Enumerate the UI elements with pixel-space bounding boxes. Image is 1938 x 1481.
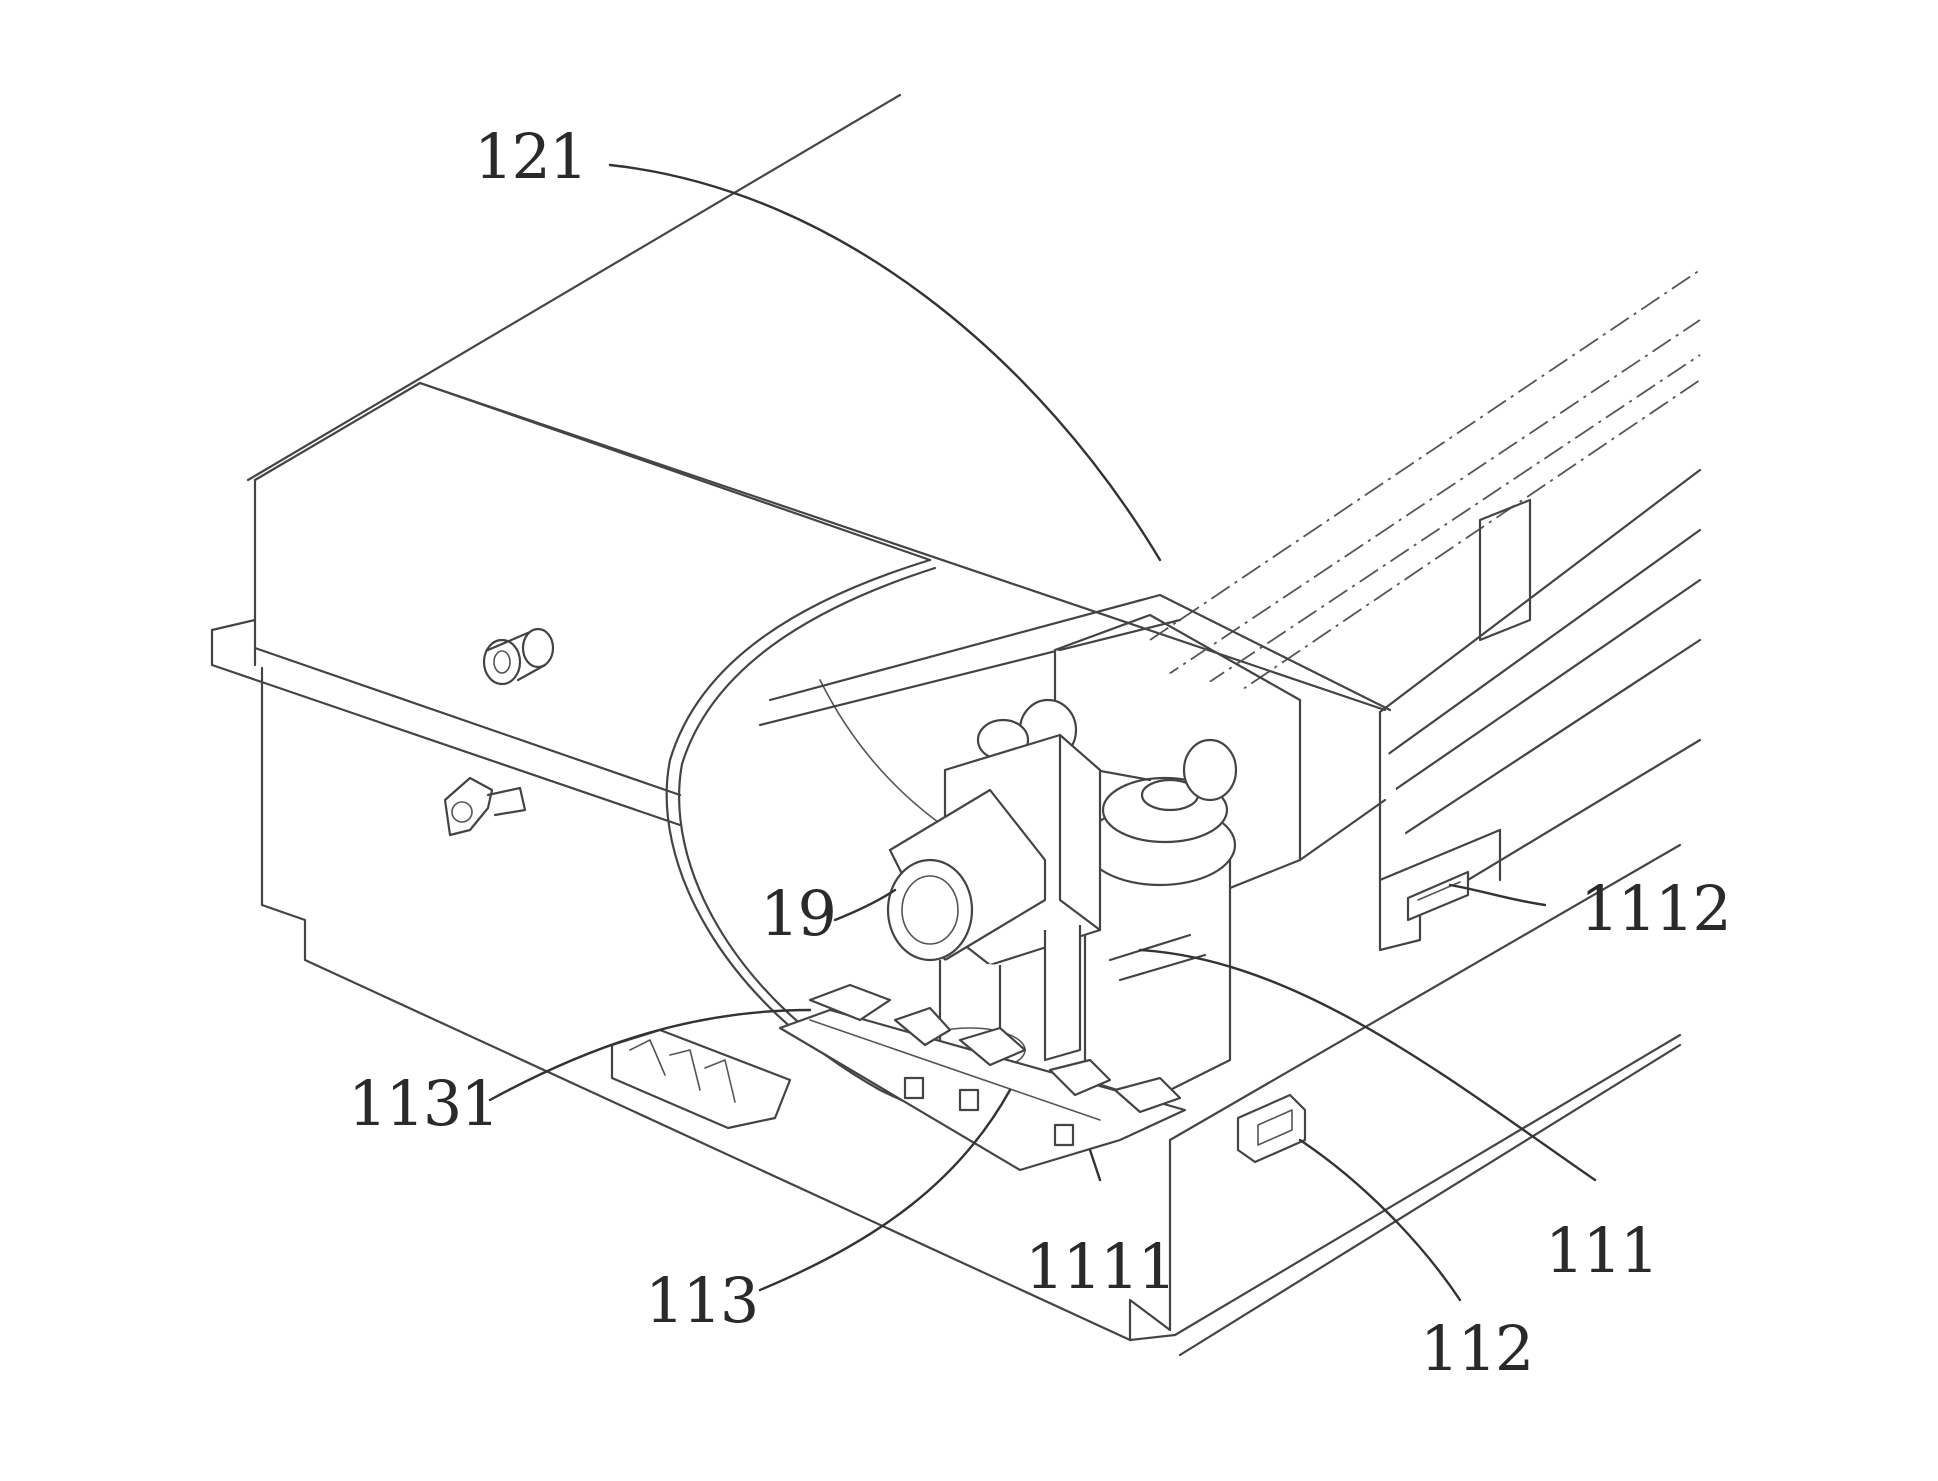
label-19: 19 [760,877,835,950]
housing [212,95,1680,1355]
leader-121 [610,165,1160,560]
leader-19 [835,890,895,920]
label-121: 121 [474,120,586,193]
boss-upper [484,629,553,684]
label-111: 111 [1545,1214,1657,1287]
leader-1111 [1090,1150,1100,1180]
motor-housing [1085,778,1235,1100]
label-113: 113 [645,1264,757,1337]
label-1111: 1111 [1025,1230,1175,1303]
label-1131: 1131 [348,1067,498,1140]
boss-lower [445,778,525,835]
label-112: 112 [1420,1312,1532,1385]
leader-112 [1300,1140,1460,1300]
connector [1238,1095,1305,1162]
label-1112: 1112 [1580,872,1730,945]
